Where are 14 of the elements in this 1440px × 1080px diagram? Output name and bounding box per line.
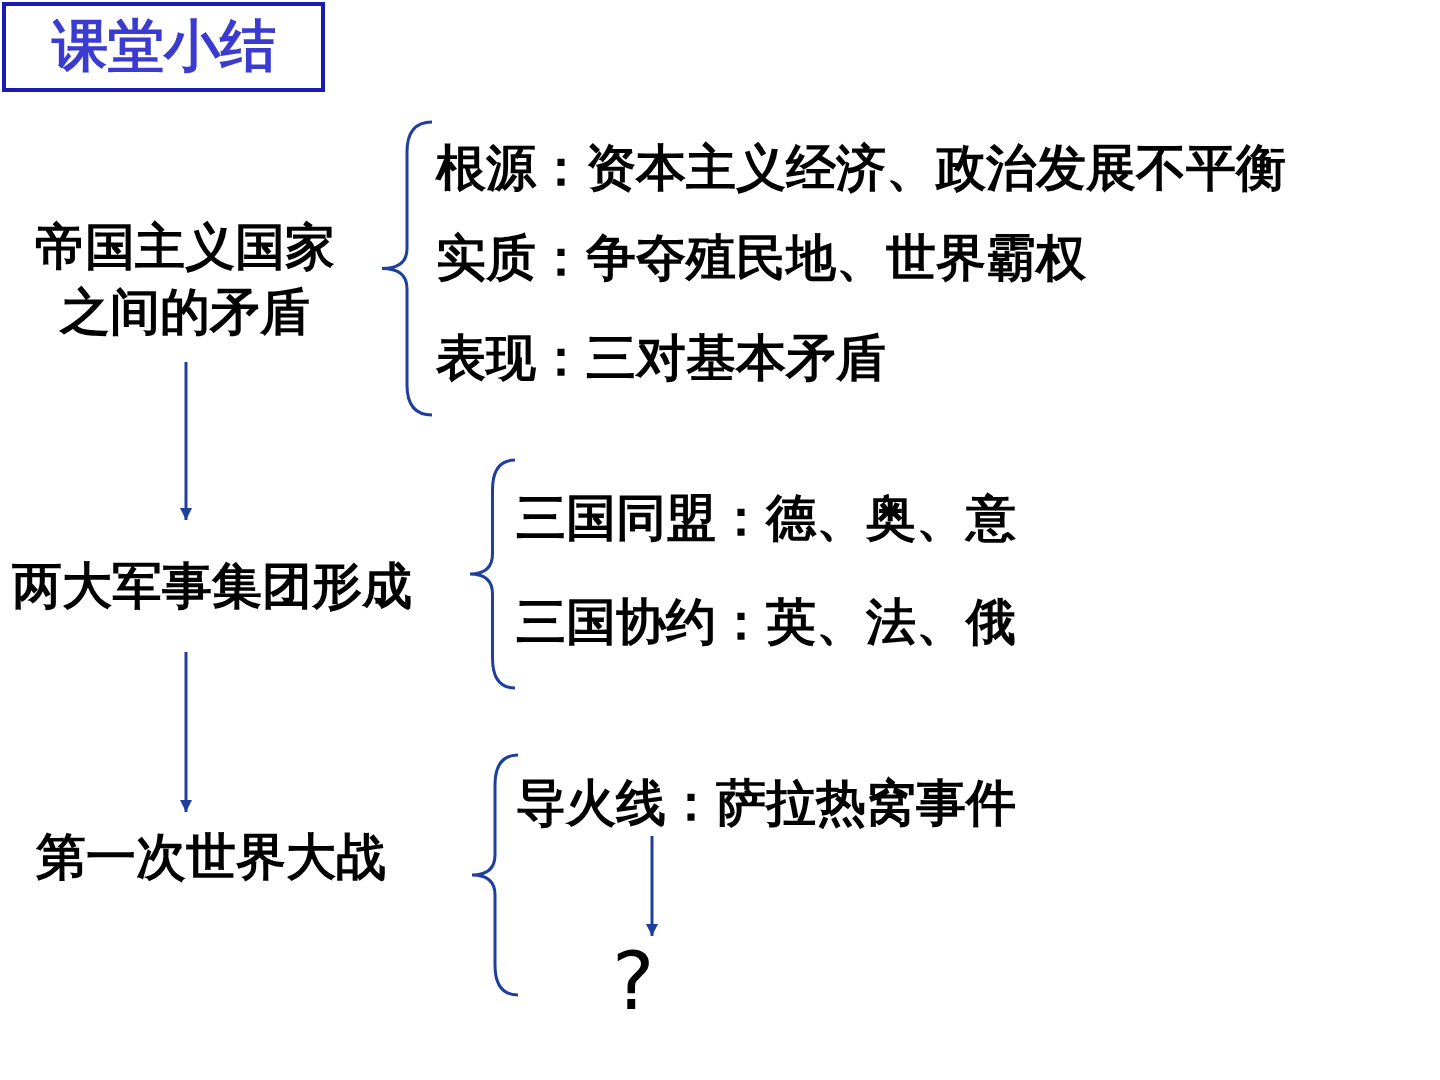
node-label: 帝国主义国家之间的矛盾 (34, 217, 336, 343)
arrow (180, 362, 192, 520)
node-label: 根源：资本主义经济、政治发展不平衡 (436, 137, 1286, 199)
title-box: 课堂小结 (2, 2, 325, 92)
node-label: 第一次世界大战 (36, 826, 386, 888)
arrow (646, 836, 658, 936)
question-mark: ? (612, 934, 655, 1030)
arrow (180, 652, 192, 812)
node-label: 实质：争夺殖民地、世界霸权 (436, 227, 1086, 289)
node-label: 三国同盟：德、奥、意 (516, 487, 1016, 549)
node-label: 表现：三对基本矛盾 (436, 327, 886, 389)
node-label: 导火线：萨拉热窝事件 (516, 772, 1016, 834)
node-label: 两大军事集团形成 (12, 555, 412, 617)
node-label: 三国协约：英、法、俄 (516, 591, 1016, 653)
